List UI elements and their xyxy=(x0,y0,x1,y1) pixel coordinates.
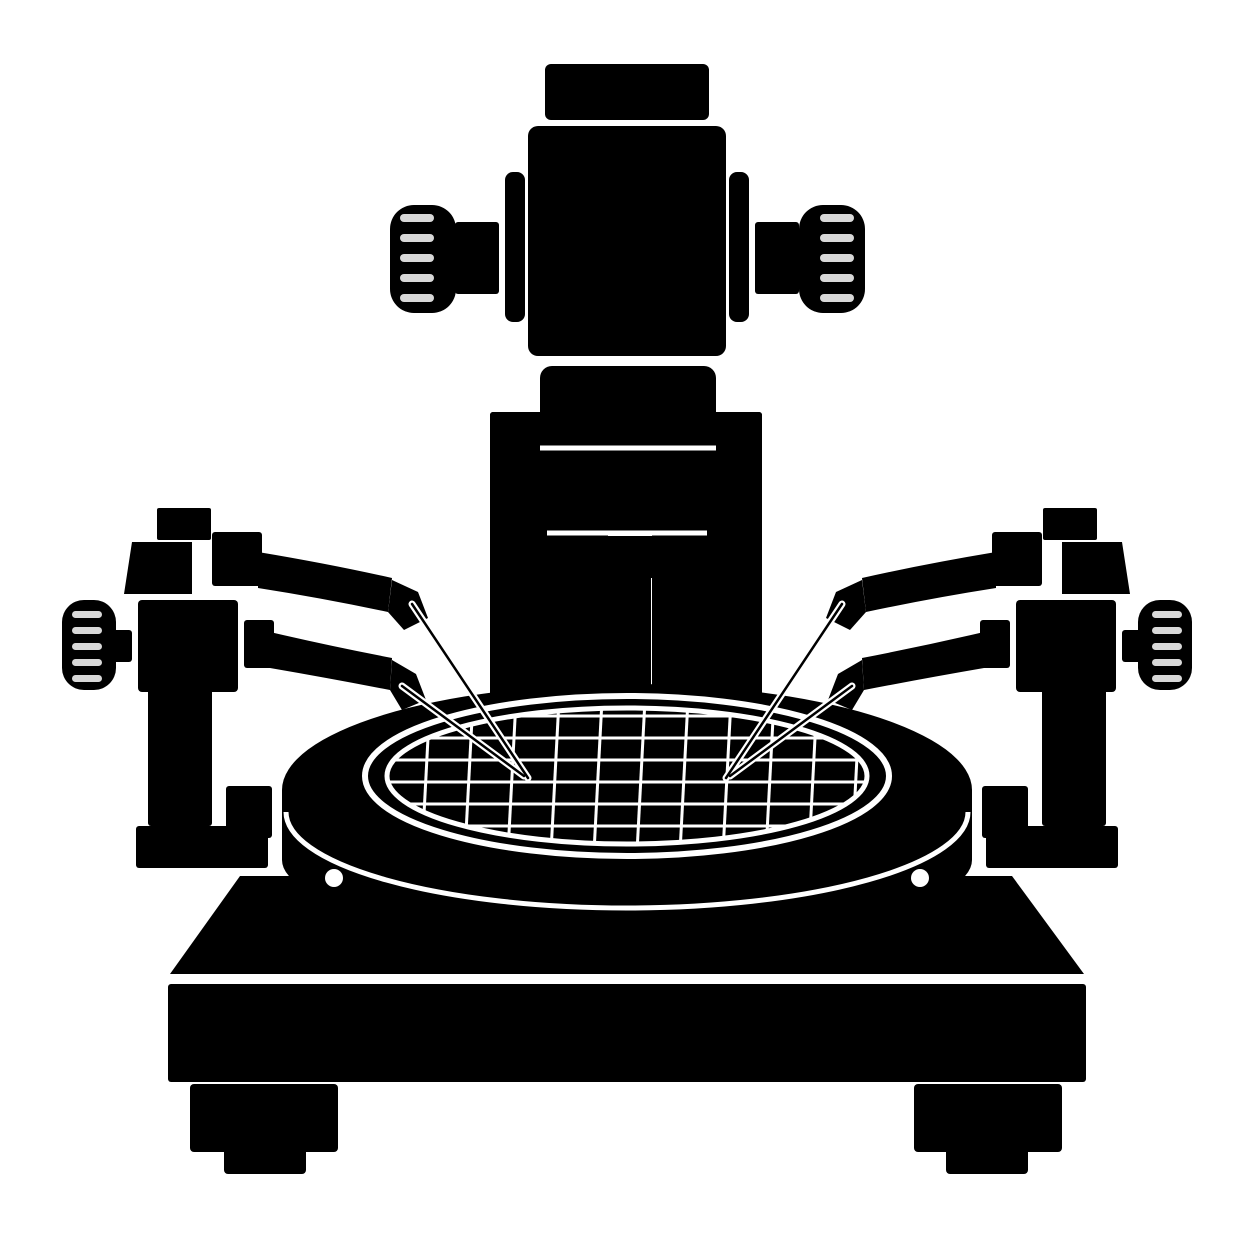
manipulator-right xyxy=(826,508,1192,868)
microscope xyxy=(390,64,865,692)
microscope-top-cap xyxy=(545,64,709,120)
objective-upper xyxy=(540,366,716,446)
objective-middle xyxy=(547,451,707,531)
foot-left xyxy=(190,1084,338,1152)
chuck-screw-right xyxy=(911,869,929,887)
microscope-head xyxy=(528,126,726,356)
focus-knob-right-icon xyxy=(799,205,865,313)
base-slab xyxy=(168,984,1086,1082)
foot-right xyxy=(914,1084,1062,1152)
focus-knob-left-icon xyxy=(390,205,456,313)
probe-needles xyxy=(398,600,856,782)
adjust-knob-right-icon xyxy=(1138,600,1192,690)
adjust-knob-left-icon xyxy=(62,600,116,690)
lens-stem xyxy=(605,578,651,692)
chuck-screw-left xyxy=(325,869,343,887)
probe-needle-core xyxy=(724,602,844,780)
probe-needle-core xyxy=(728,684,854,778)
objective-lower xyxy=(565,536,690,578)
probe-needle-core xyxy=(400,684,526,778)
probe-needle-core xyxy=(410,602,530,780)
